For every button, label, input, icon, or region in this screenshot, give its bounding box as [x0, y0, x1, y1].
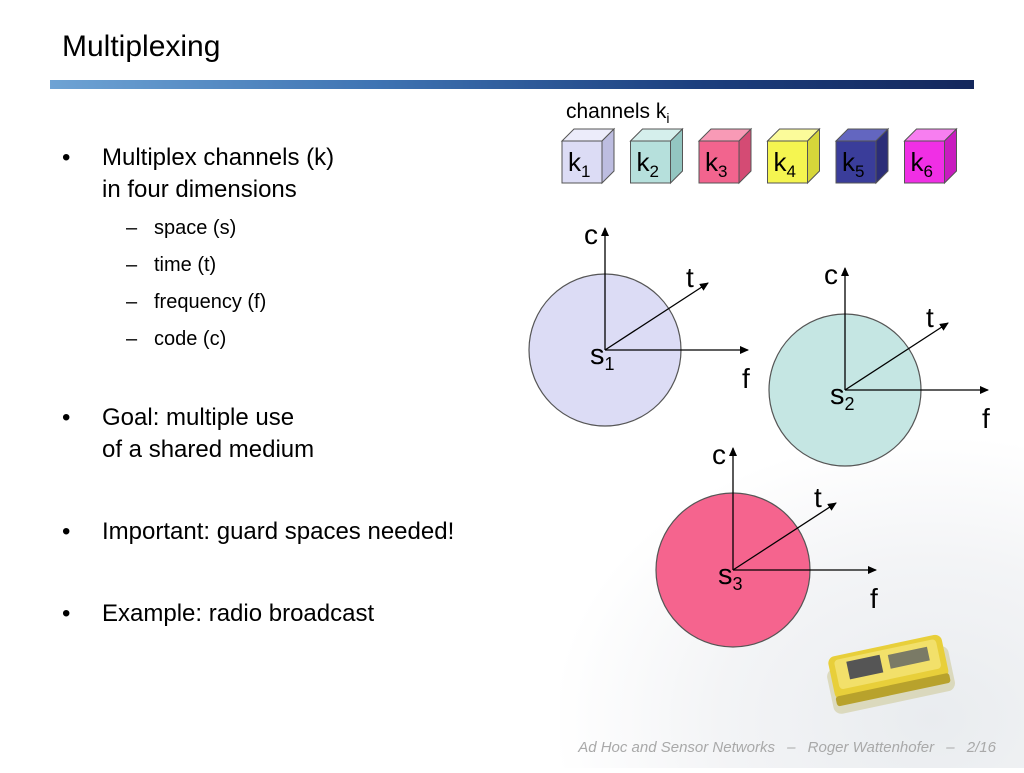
sub-bullet-text: time (t): [154, 254, 217, 276]
channel-label: k4: [774, 147, 796, 181]
cube-front-face: [561, 140, 603, 184]
channel-label: k5: [842, 147, 864, 181]
time-axis: [732, 502, 837, 571]
space-diagram: c t f s1: [528, 219, 750, 427]
cube-front-face: [630, 140, 671, 184]
frequency-axis-label: f: [742, 363, 750, 394]
time-axis: [604, 282, 709, 351]
channel-label: k3: [705, 147, 727, 181]
space-label: s1: [590, 339, 615, 374]
sub-bullet-item: – space (s): [62, 210, 542, 247]
sub-bullet-item: – code (c): [62, 321, 542, 358]
bullet-symbol: •: [62, 600, 71, 627]
time-axis-label: t: [686, 262, 694, 293]
bullet-text: Goal: multiple use: [102, 404, 295, 431]
bullet-text: Example: radio broadcast: [102, 600, 375, 627]
bullet-item: • Example: radio broadcast: [62, 598, 542, 630]
background-snow-photo: [560, 440, 1024, 768]
sub-bullet-item: – time (t): [62, 247, 542, 284]
code-axis-label: c: [712, 439, 726, 470]
frequency-axis-label: f: [982, 403, 990, 434]
title-bar: [50, 80, 974, 89]
dash-symbol: –: [126, 328, 138, 350]
bullet-text: Important: guard spaces needed!: [102, 518, 455, 545]
space-diagram: c t f s2: [768, 259, 990, 467]
channel-cube: k5: [834, 127, 890, 185]
channel-cubes: k1 k2 k3 k4 k5 k6: [560, 127, 958, 185]
sensor-node-image: [827, 634, 955, 714]
sub-bullet-text: code (c): [154, 328, 227, 350]
channels-label: channels ki: [566, 100, 670, 126]
slide-title: Multiplexing: [62, 30, 221, 63]
time-axis: [844, 322, 949, 391]
sub-bullet-text: frequency (f): [154, 291, 267, 313]
channel-cube: k3: [697, 127, 753, 185]
channel-cube: k2: [629, 127, 684, 185]
bullet-item: • Multiplex channels (k) in four dimensi…: [62, 142, 542, 206]
space-diagram: c t f s3: [655, 439, 878, 648]
space-diagrams: c t f s1 c t f s2 c t f s3: [528, 219, 990, 648]
bullet-text: in four dimensions: [102, 176, 297, 203]
cube-front-face: [698, 140, 740, 184]
channel-cube: k1: [560, 127, 616, 185]
footer-author: Roger Wattenhofer: [807, 739, 935, 756]
dash-symbol: –: [126, 254, 138, 276]
footer-page: 2/16: [966, 739, 996, 756]
footer: Ad Hoc and Sensor Networks – Roger Watte…: [574, 739, 1000, 756]
time-axis-label: t: [814, 482, 822, 513]
code-axis-label: c: [584, 219, 598, 250]
cube-front-face: [835, 140, 877, 184]
code-axis-label: c: [824, 259, 838, 290]
sub-bullet-text: space (s): [154, 217, 237, 239]
sub-bullet-item: – frequency (f): [62, 284, 542, 321]
space-label: s2: [830, 379, 855, 414]
bullet-list: • Multiplex channels (k) in four dimensi…: [62, 142, 542, 630]
bullet-text: Multiplex channels (k): [102, 144, 335, 171]
dash-symbol: –: [126, 217, 138, 239]
dash-symbol: –: [126, 291, 138, 313]
channel-cube: k4: [766, 127, 821, 185]
bullet-symbol: •: [62, 518, 71, 545]
footer-course: Ad Hoc and Sensor Networks: [578, 739, 775, 756]
bullet-item: • Goal: multiple use of a shared medium: [62, 402, 542, 466]
channel-label: k1: [568, 147, 590, 181]
channel-cube: k6: [903, 127, 958, 185]
footer-separator: –: [946, 739, 955, 756]
bullet-symbol: •: [62, 144, 71, 171]
channel-label: k6: [911, 147, 933, 181]
space-label: s3: [718, 559, 743, 594]
cube-front-face: [904, 140, 945, 184]
bullet-symbol: •: [62, 404, 71, 431]
frequency-axis-label: f: [870, 583, 878, 614]
footer-separator: –: [787, 739, 796, 756]
channel-label: k2: [637, 147, 659, 181]
bullet-item: • Important: guard spaces needed!: [62, 516, 542, 548]
bullet-text: of a shared medium: [102, 436, 315, 463]
time-axis-label: t: [926, 302, 934, 333]
cube-front-face: [767, 140, 808, 184]
